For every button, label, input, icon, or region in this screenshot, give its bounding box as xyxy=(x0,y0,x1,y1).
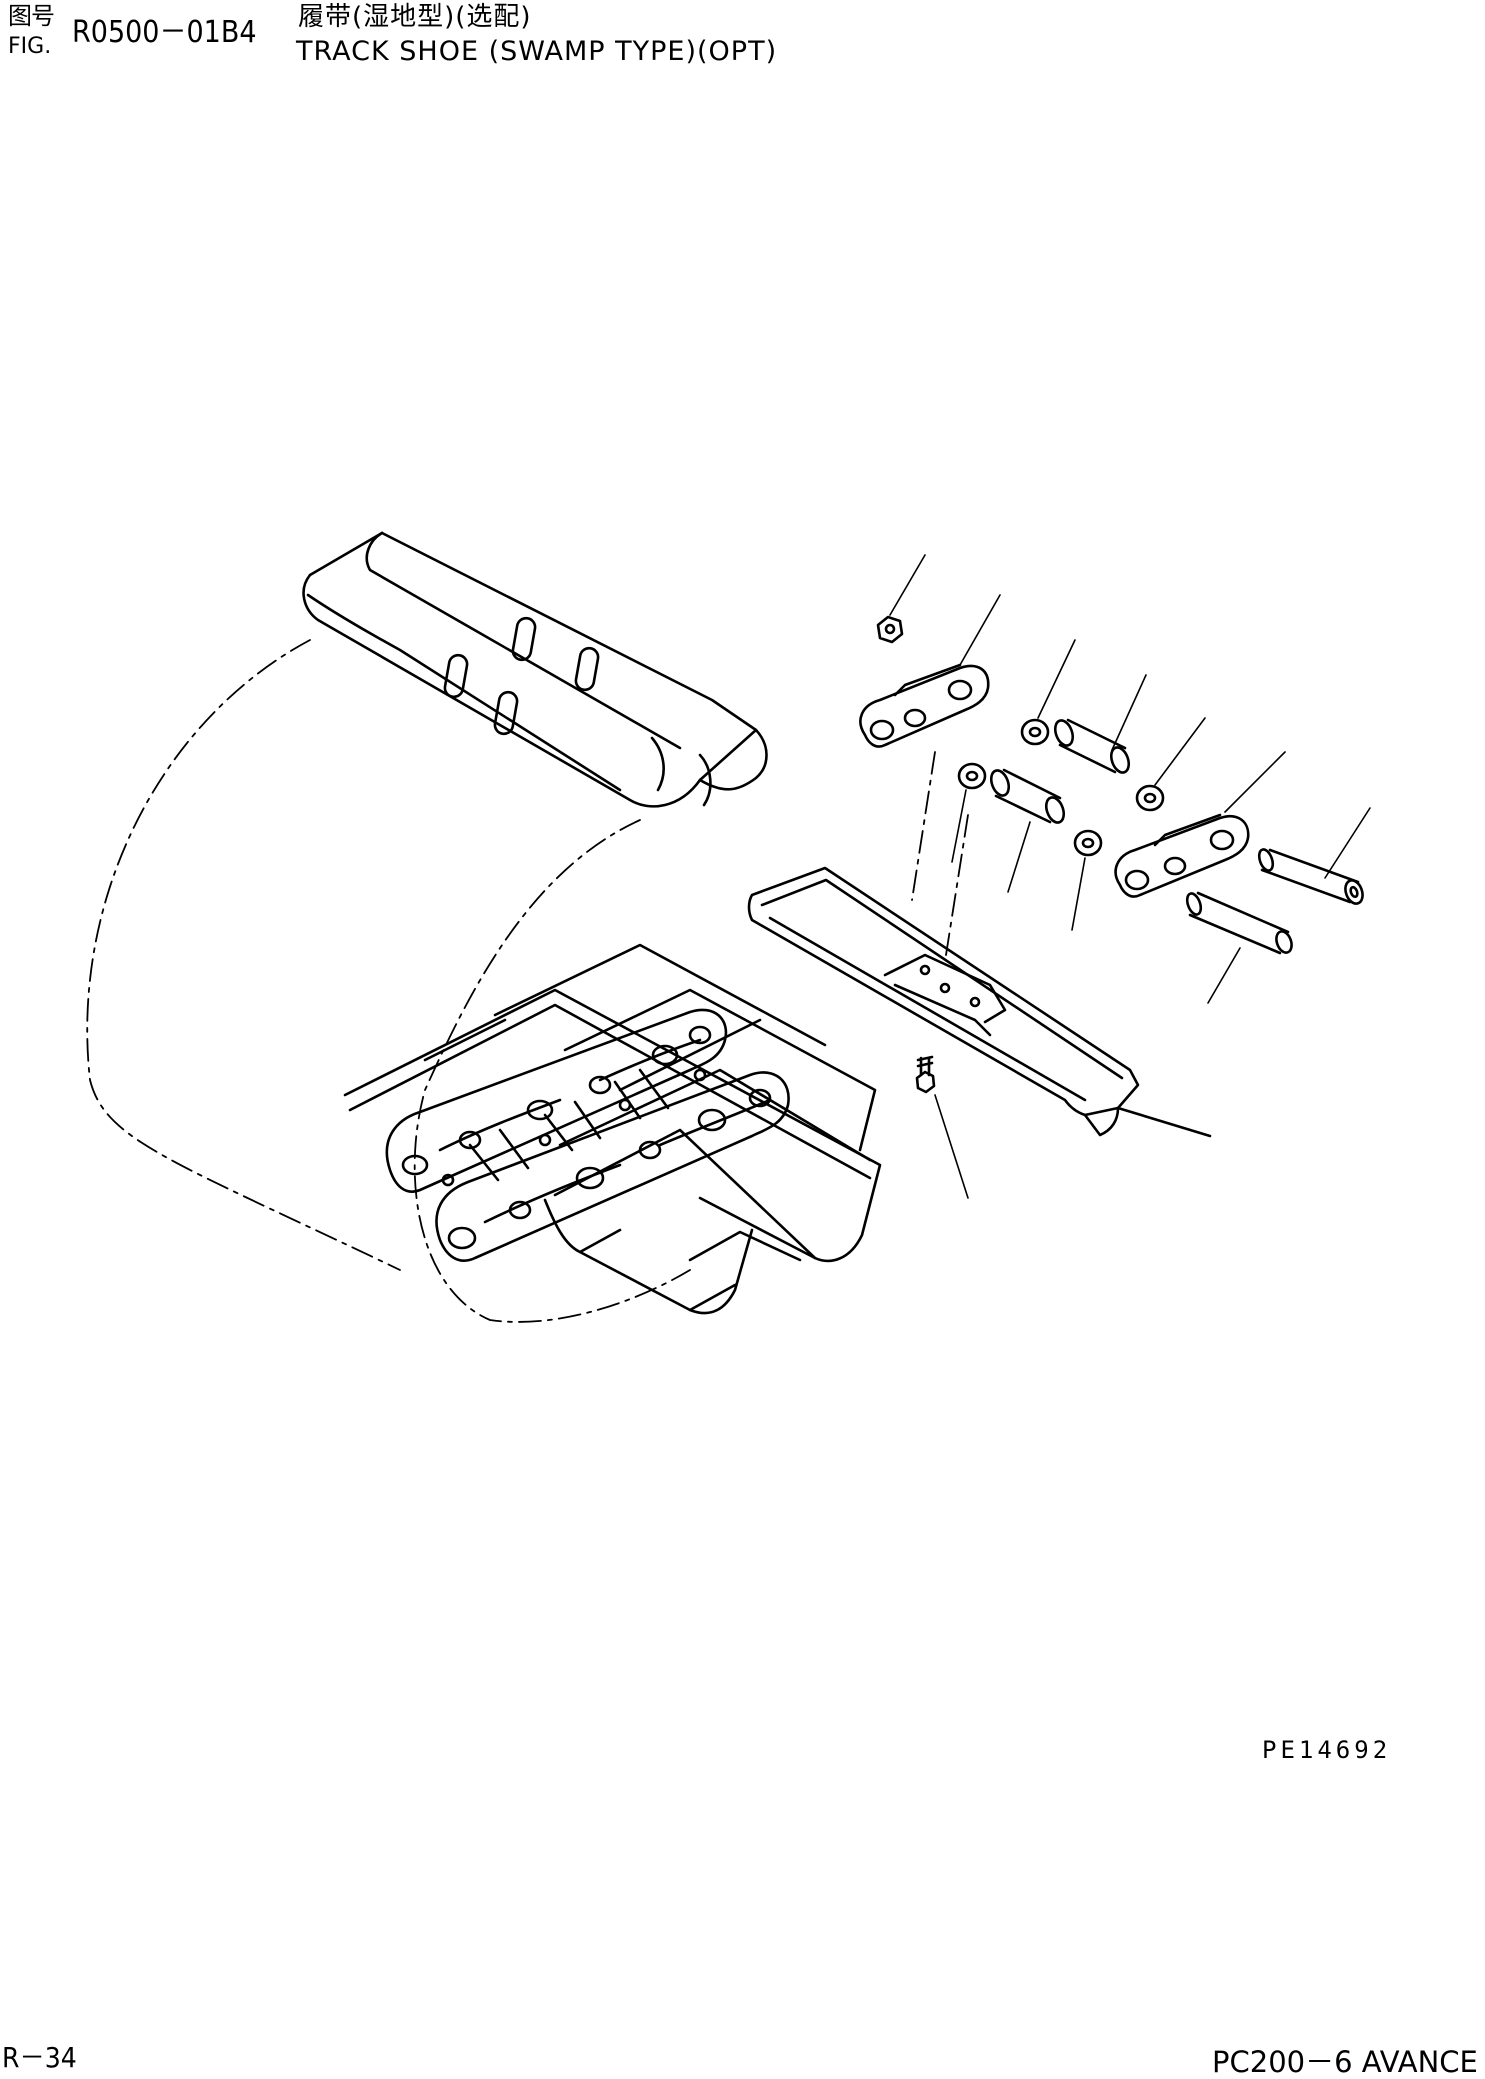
bushing-2 xyxy=(989,768,1066,824)
pin-2 xyxy=(1185,891,1293,955)
bolt xyxy=(915,1055,936,1094)
phantom-lines xyxy=(86,639,969,1323)
seal-1 xyxy=(1020,718,1050,746)
figure-number: R0500－01B4 xyxy=(72,15,257,50)
seal-4 xyxy=(1073,829,1103,857)
assembled-track xyxy=(343,943,882,1315)
leader-lines xyxy=(889,554,1371,1199)
title-en: TRACK SHOE (SWAMP TYPE)(OPT) xyxy=(296,36,778,67)
drawing-ref: PE14692 xyxy=(1262,1736,1392,1764)
seal-3 xyxy=(957,762,987,790)
link-left xyxy=(859,663,990,748)
nut xyxy=(876,615,904,644)
pin-1 xyxy=(1257,848,1364,905)
shoe-plate xyxy=(747,866,1212,1138)
grouser-shoe-double xyxy=(302,531,768,808)
model-name: PC200－6 AVANCE xyxy=(1212,2045,1478,2079)
seal-2 xyxy=(1135,784,1165,812)
bushing-1 xyxy=(1053,718,1131,774)
page-number: R－34 xyxy=(2,2041,77,2074)
link-right xyxy=(1114,813,1250,898)
figure-label: FIG. xyxy=(8,34,52,59)
figure-label-cn: 图号 xyxy=(8,2,55,30)
title-cn: 履带(湿地型)(选配) xyxy=(298,2,532,32)
